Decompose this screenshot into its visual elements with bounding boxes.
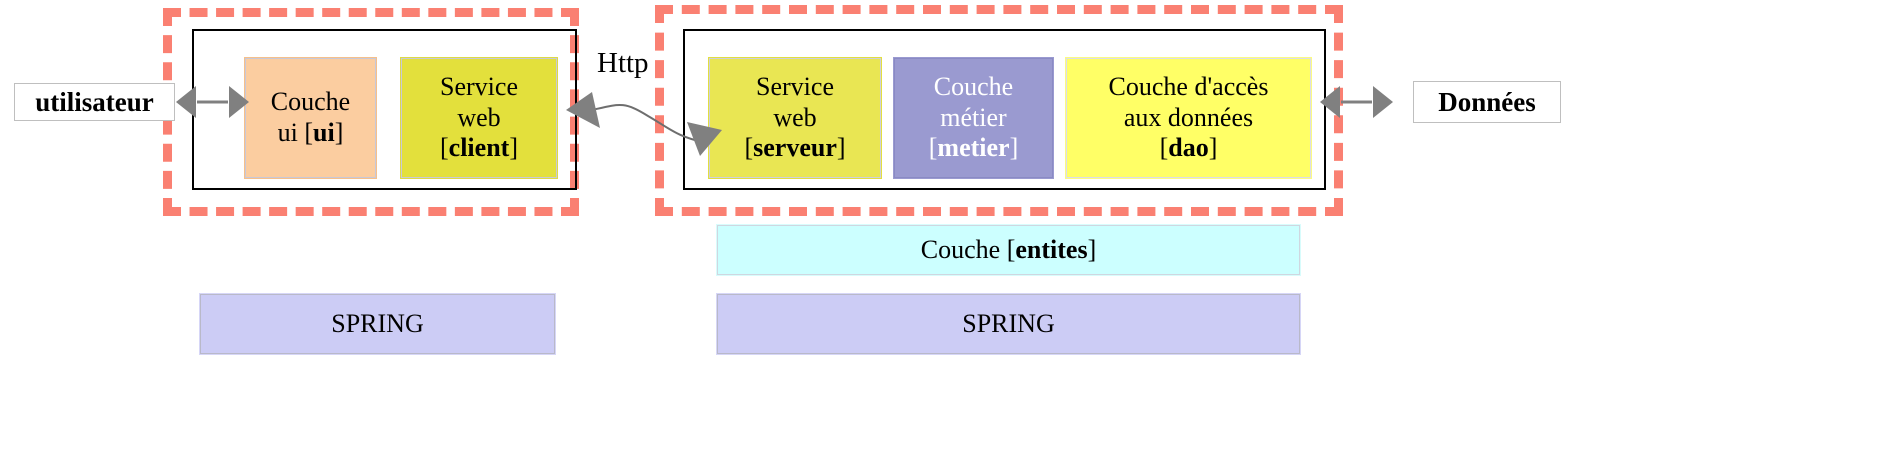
layer-metier-module: metier [937, 133, 1010, 163]
layer-box-entites: Couche [entites] [716, 224, 1301, 276]
layer-box-serveur: Service web [serveur] [708, 57, 882, 179]
layer-ui-module: ui [313, 118, 335, 147]
spring-bar-client-label: SPRING [331, 308, 424, 338]
actor-donnees-label: Données [1438, 86, 1536, 117]
layer-dao-line2: aux données [1123, 102, 1254, 132]
actor-donnees: Données [1413, 81, 1561, 123]
layer-serveur-line1: Service [756, 71, 834, 101]
layer-metier-line2: métier [940, 102, 1007, 132]
layer-entites-text: Couche [entites] [920, 234, 1097, 264]
layer-metier-line3: [metier] [928, 133, 1019, 163]
spring-bar-client: SPRING [199, 293, 556, 355]
layer-box-dao: Couche d'accès aux données [dao] [1065, 57, 1312, 179]
layer-metier-line1: Couche [933, 71, 1014, 101]
layer-box-ui: Couche ui [ui] [244, 57, 377, 179]
layer-client-line1: Service [440, 71, 518, 101]
layer-dao-line1: Couche d'accès [1108, 71, 1269, 101]
actor-utilisateur: utilisateur [14, 83, 175, 121]
layer-client-line2: web [457, 102, 501, 132]
layer-dao-line3: [dao] [1159, 133, 1218, 163]
layer-ui-line2: ui [ui] [277, 118, 344, 147]
layer-box-client: Service web [client] [400, 57, 558, 179]
layer-client-module: client [448, 133, 510, 163]
actor-utilisateur-label: utilisateur [35, 86, 154, 117]
layer-serveur-line3: [serveur] [744, 133, 846, 163]
layer-entites-module: entites [1015, 234, 1088, 264]
layer-dao-module: dao [1168, 133, 1209, 163]
spring-bar-server: SPRING [716, 293, 1301, 355]
spring-bar-server-label: SPRING [962, 308, 1055, 338]
layer-serveur-line2: web [773, 102, 817, 132]
layer-ui-line1: Couche [270, 87, 351, 117]
layer-box-metier: Couche métier [metier] [893, 57, 1054, 179]
http-protocol-label: Http [597, 47, 649, 79]
layer-client-line3: [client] [440, 133, 518, 163]
layer-serveur-module: serveur [753, 133, 837, 163]
